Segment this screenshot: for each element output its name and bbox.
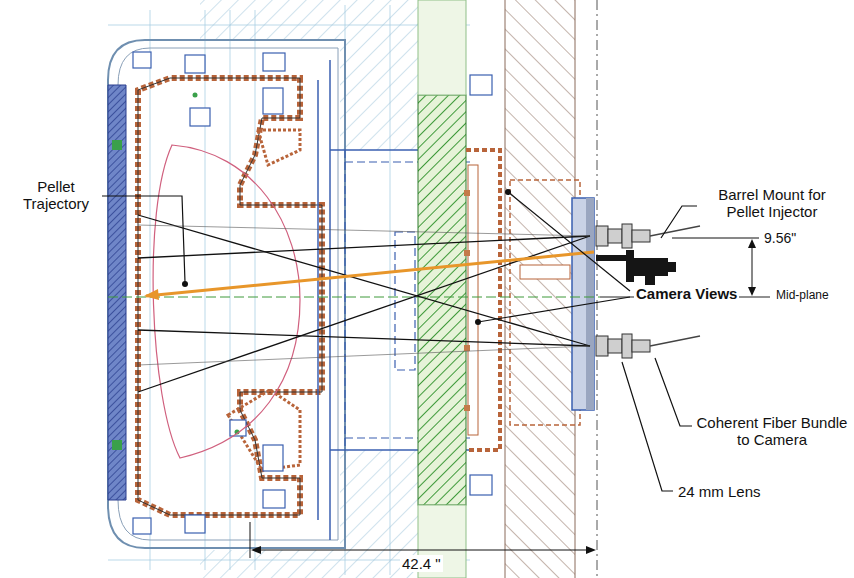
callout-label: Camera Views xyxy=(634,285,739,302)
callout-label: 24 mm Lens xyxy=(676,483,763,500)
callout-label: Barrel Mount for Pellet Injector xyxy=(700,186,844,221)
callout-label: Coherent Fiber Bundle to Camera xyxy=(694,414,850,449)
axis-label: Mid-plane xyxy=(774,289,831,303)
dimension-label: 42.4 " xyxy=(400,555,443,572)
callout-label: Pellet Trajectory xyxy=(10,178,102,213)
dimension-label: 9.56" xyxy=(762,230,798,246)
